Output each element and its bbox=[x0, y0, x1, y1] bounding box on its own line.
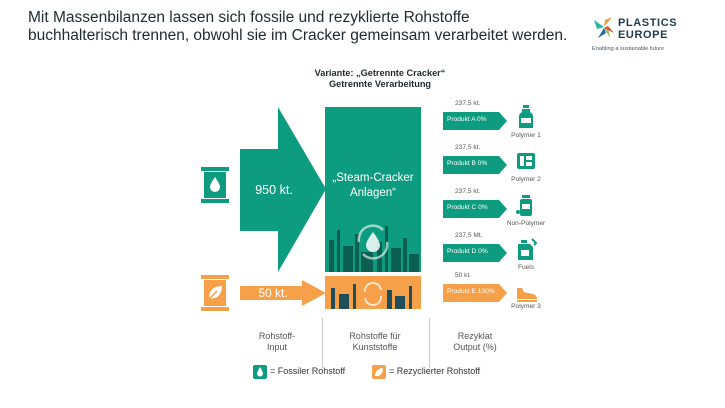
legend-recycled-leaf-icon bbox=[375, 368, 383, 377]
headline-line-1: Mit Massenbilanzen lassen sich fossile u… bbox=[28, 9, 470, 26]
column-divider-right bbox=[429, 318, 430, 368]
product-amount: 237,5 kt. bbox=[455, 188, 481, 195]
recycled-input-amount: 50 kt. bbox=[258, 286, 288, 300]
fossil-input-arrow bbox=[240, 107, 326, 272]
column-label-raw: Rohstoffe für Kunststoffe bbox=[325, 331, 425, 353]
column-label-output: Rezyklat Output (%) bbox=[432, 331, 518, 353]
product-arrow bbox=[443, 244, 507, 262]
recycled-refinery-skyline-icon bbox=[331, 281, 412, 309]
plastics-europe-logo: PLASTICS EUROPE Enabling a sustainable f… bbox=[592, 16, 712, 56]
column-label-raw-line-2: Kunststoffe bbox=[352, 342, 398, 352]
column-label-raw-line-1: Rohstoffe für bbox=[349, 331, 401, 341]
product-type: Polymer 2 bbox=[511, 176, 541, 183]
product-amount: 237,5 kt. bbox=[455, 144, 481, 151]
column-label-output-line-1: Rezyklat bbox=[457, 331, 493, 341]
chemical-icon bbox=[515, 192, 537, 223]
product-arrow bbox=[443, 156, 507, 174]
fossil-barrel-icon bbox=[201, 167, 229, 203]
product-label: Produkt E 100% bbox=[447, 288, 495, 295]
column-label-input-line-1: Rohstoff- bbox=[258, 331, 296, 341]
product-type: Non-Polymer bbox=[506, 220, 546, 227]
product-amount: 50 kt. bbox=[455, 272, 472, 279]
bottle-icon bbox=[515, 104, 537, 135]
fossil-cycle-icon bbox=[357, 224, 389, 260]
shoe-icon bbox=[515, 282, 539, 309]
logo-wordmark: PLASTICS EUROPE bbox=[618, 17, 677, 41]
product-arrow bbox=[443, 112, 507, 130]
variant-line-1: Variante: „Getrennte Cracker“ bbox=[314, 68, 446, 78]
legend-fossil-drop-icon bbox=[257, 367, 263, 377]
legend-fossil-swatch bbox=[253, 365, 267, 379]
product-arrow bbox=[443, 200, 507, 218]
logo-line-1: PLASTICS bbox=[618, 17, 678, 29]
product-amount: 237,5 Mt. bbox=[455, 232, 483, 239]
product-label: Produkt A 0% bbox=[447, 116, 487, 123]
product-arrow bbox=[443, 284, 507, 302]
steam-cracker-label: „Steam-Cracker Anlagen“ bbox=[325, 171, 421, 201]
recycled-barrel-icon bbox=[201, 275, 229, 311]
product-label: Produkt C 0% bbox=[447, 204, 488, 211]
fossil-input-amount: 950 kt. bbox=[255, 183, 293, 197]
logo-mark-icon bbox=[594, 17, 614, 38]
cracker-line-2: Anlagen“ bbox=[349, 187, 397, 199]
logo-line-2: EUROPE bbox=[618, 29, 669, 41]
recycled-input-arrow bbox=[240, 280, 326, 306]
headline: Mit Massenbilanzen lassen sich fossile u… bbox=[28, 9, 568, 45]
variant-title: Variante: „Getrennte Cracker“ Getrennte … bbox=[300, 68, 460, 90]
column-label-output-line-2: Output (%) bbox=[453, 342, 497, 352]
fuel-can-icon bbox=[515, 236, 538, 267]
legend-recycled-swatch bbox=[372, 365, 386, 379]
variant-line-2: Getrennte Verarbeitung bbox=[328, 79, 432, 89]
column-divider-left bbox=[322, 318, 323, 368]
product-amount: 237,5 kt. bbox=[455, 100, 481, 107]
column-label-input-line-2: Input bbox=[266, 342, 288, 352]
column-label-input: Rohstoff- Input bbox=[235, 331, 319, 353]
product-label: Produkt D 0% bbox=[447, 248, 488, 255]
cracker-line-1: „Steam-Cracker bbox=[332, 172, 414, 184]
product-label: Produkt B 0% bbox=[447, 160, 488, 167]
logo-tagline: Enabling a sustainable future bbox=[592, 46, 665, 52]
packaging-icon bbox=[515, 148, 537, 179]
legend-recycled-label: = Rezyclierter Rohstoff bbox=[389, 366, 481, 376]
product-type: Fuels bbox=[517, 264, 535, 271]
headline-line-2: buchhalterisch trennen, obwohl sie im Cr… bbox=[28, 27, 568, 44]
legend-fossil-label: = Fossiler Rohstoff bbox=[270, 366, 346, 376]
product-type: Polymer 1 bbox=[511, 132, 541, 139]
product-type: Polymer 3 bbox=[511, 303, 541, 310]
